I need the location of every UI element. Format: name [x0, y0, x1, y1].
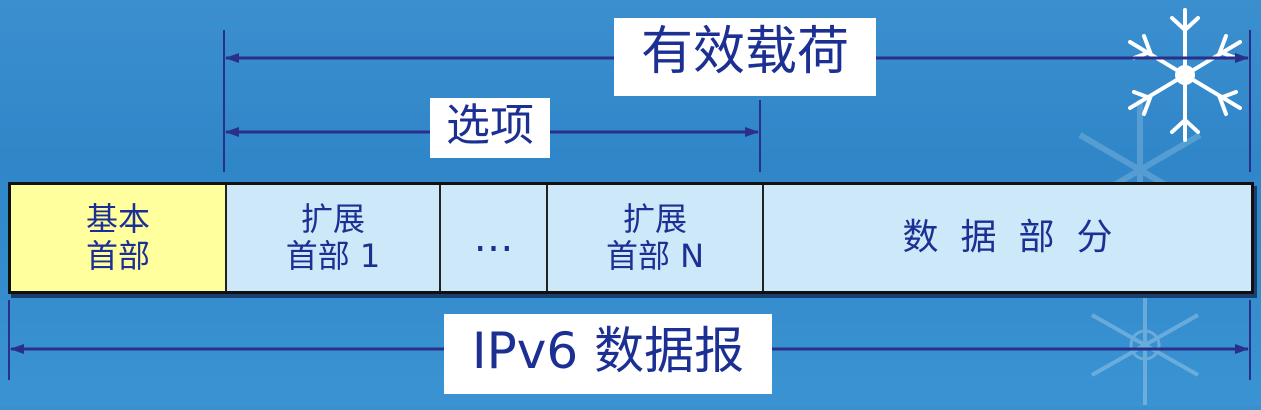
extension-header-n-cell: 扩展 首部 N: [548, 185, 764, 291]
data-part-cell: 数据部分: [764, 185, 1251, 291]
options-label: 选项: [430, 98, 550, 158]
ellipsis-cell: …: [441, 185, 548, 291]
base-header-cell: 基本 首部: [11, 185, 227, 291]
extension-header-1-cell: 扩展 首部 1: [227, 185, 441, 291]
datagram-label: IPv6 数据报: [444, 314, 772, 394]
payload-label: 有效载荷: [614, 18, 876, 96]
datagram-structure-row: 基本 首部 扩展 首部 1 … 扩展 首部 N 数据部分: [8, 182, 1254, 294]
